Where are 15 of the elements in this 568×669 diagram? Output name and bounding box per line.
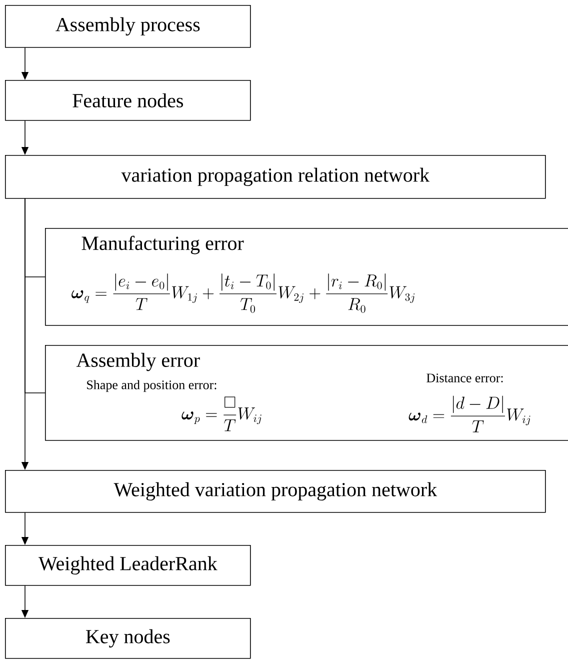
process-box: Weighted LeaderRank bbox=[5, 545, 251, 586]
process-box: Assembly process bbox=[5, 5, 251, 48]
heading: Manufacturing error bbox=[82, 236, 244, 254]
process-box: Weighted variation propagation network bbox=[5, 470, 546, 513]
label: Distance error: bbox=[426, 374, 503, 382]
process-box: variation propagation relation network bbox=[5, 155, 546, 199]
heading: Assembly error bbox=[76, 352, 200, 372]
error-box bbox=[45, 228, 568, 326]
formula: $\boldsymbol{\omega}_p = \frac{\square}{T} W_{ij}$ bbox=[182, 396, 262, 432]
error-box bbox=[45, 345, 568, 441]
label: Shape and position error: bbox=[87, 380, 216, 392]
process-box: Key nodes bbox=[5, 618, 251, 659]
process-box: Feature nodes bbox=[5, 80, 251, 121]
formula: $\boldsymbol{\omega}_d = \frac{\left|d - D\right|}{T} W_{ij}$ bbox=[408, 396, 530, 432]
formula: $\boldsymbol{\omega}_q = \frac{\left|e_i - e_0\right|}{T} W_{1j} + \frac{\left|t_i - T_0\right|}{T_0} W_{2j} + \frac{\left|r_i - R_0\right|}{R_0} W_{3j}$ bbox=[72, 273, 415, 313]
